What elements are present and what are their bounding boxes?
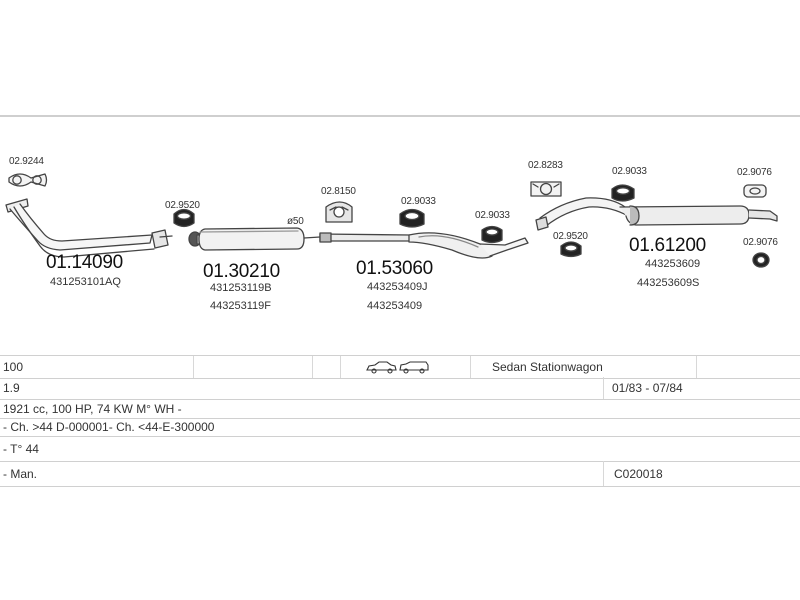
hanger-3-icon[interactable] [611, 184, 635, 202]
part-2-oem-2: 443253119F [210, 300, 271, 312]
spec-row-gearbox: - Man. C020018 [0, 461, 800, 487]
exhaust-diagram: 02.9244 02.9520 02.8150 02.9033 02.9033 … [5, 156, 778, 312]
front-silencer-part[interactable] [188, 227, 321, 251]
spec-row-model: 100 Sedan Stationwagon [0, 355, 800, 379]
gasket-rear-label: 02.8283 [528, 160, 563, 171]
engine-value: 1.9 [3, 381, 20, 395]
vehicle-spec-table: 100 Sedan Stationwagon 1.9 01/83 - 07/84… [0, 355, 800, 487]
type-value: - T° 44 [3, 441, 39, 456]
part-3-oem-1: 443253409J [367, 281, 428, 293]
clamp-2-icon[interactable] [560, 241, 582, 258]
hanger-5-label: 02.9076 [743, 237, 778, 248]
engine-details-value: 1921 cc, 100 HP, 74 KW M° WH - [3, 401, 182, 416]
part-4-oem-2: 443253609S [637, 277, 700, 289]
hanger-1-icon[interactable] [399, 208, 425, 228]
rear-silencer-part[interactable] [535, 197, 778, 231]
part-2-number[interactable]: 01.30210 [203, 261, 280, 282]
part-3-number[interactable]: 01.53060 [356, 258, 433, 279]
part-4-number[interactable]: 01.61200 [629, 235, 706, 256]
spec-row-type: - T° 44 [0, 436, 800, 462]
hanger-5-icon[interactable] [752, 252, 770, 268]
spec-row-engine: 1.9 01/83 - 07/84 [0, 377, 800, 400]
body-type-icons [366, 356, 430, 378]
hanger-3-label: 02.9033 [612, 166, 647, 177]
body-types-value: Sedan Stationwagon [492, 360, 603, 374]
catalog-code-value: C020018 [614, 466, 663, 481]
hanger-4-label: 02.9076 [737, 167, 772, 178]
top-divider [0, 115, 800, 117]
years-value: 01/83 - 07/84 [612, 381, 683, 395]
model-value: 100 [3, 360, 24, 374]
clamp-2-label: 02.8150 [321, 186, 356, 197]
spec-row-engine-details: 1921 cc, 100 HP, 74 KW M° WH - [0, 399, 800, 419]
hanger-4-icon[interactable] [743, 184, 767, 198]
front-gasket-icon[interactable] [8, 173, 48, 187]
part-3-oem-2: 443253409 [367, 300, 423, 312]
clamp-icon[interactable] [173, 208, 195, 228]
part-1-number[interactable]: 01.14090 [46, 252, 123, 273]
part-2-oem-1: 431253119B [210, 282, 272, 294]
hanger-2-icon[interactable] [481, 225, 503, 244]
exhaust-diagram-svg [5, 173, 778, 268]
part-1-oem-1: 431253101AQ [50, 276, 121, 288]
chassis-value: - Ch. >44 D-000001- Ch. <44-E-300000 [3, 420, 215, 434]
clamp-1-label: 02.9520 [165, 200, 200, 211]
rear-gasket-icon[interactable] [530, 181, 562, 197]
clamp-3-label: 02.9520 [553, 231, 588, 242]
clamp-rear-icon[interactable] [325, 201, 353, 223]
diameter-label: ø50 [287, 216, 304, 227]
middle-silencer-part[interactable] [319, 232, 529, 259]
part-4-oem-1: 443253609 [645, 258, 701, 270]
gearbox-value: - Man. [3, 466, 38, 481]
hanger-2-label: 02.9033 [475, 210, 510, 221]
spec-row-chassis: - Ch. >44 D-000001- Ch. <44-E-300000 [0, 418, 800, 437]
hanger-1-label: 02.9033 [401, 196, 436, 207]
gasket-front-label: 02.9244 [9, 156, 44, 167]
sedan-car-icon [366, 361, 429, 374]
front-pipe-part[interactable] [5, 198, 173, 258]
